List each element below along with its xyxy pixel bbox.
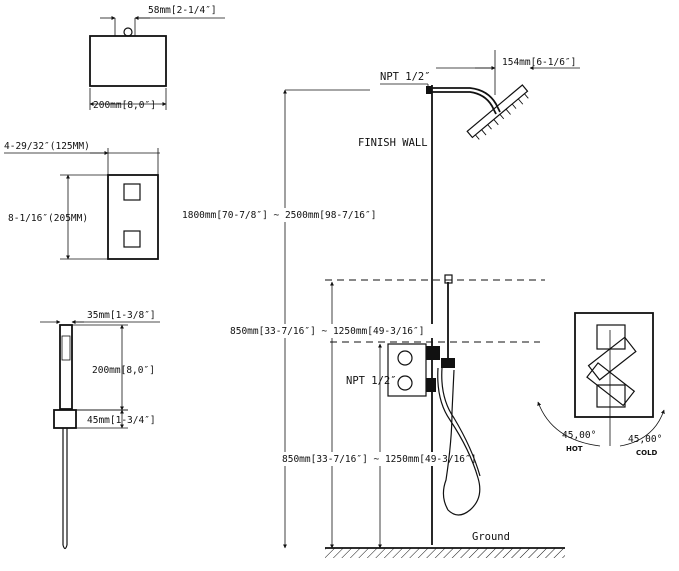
arm-length-dim: 154mm[6-1/6″]	[502, 57, 576, 68]
head-depth-dim: 58mm[2-1/4″]	[148, 5, 217, 16]
npt-top-label: NPT 1/2″	[380, 71, 431, 83]
shower-head-top-view: 58mm[2-1/4″] 200mm[8,0″]	[89, 5, 225, 111]
finish-wall-label: FINISH WALL	[358, 137, 428, 149]
handshower-holder-dim: 45mm[1-3/4″]	[87, 415, 156, 426]
npt-valve-label: NPT 1/2″	[346, 375, 397, 387]
hot-label: HOT	[566, 445, 583, 453]
valve-height-range-dim: 850mm[33-7/16″] ~ 1250mm[49-3/16″]	[282, 454, 476, 465]
angle-hot-dim: 45,00°	[562, 430, 596, 441]
slide-height-dim: 850mm[33-7/16″] ~ 1250mm[49-3/16″]	[230, 326, 424, 337]
head-width-dim: 200mm[8,0″]	[93, 100, 156, 111]
angle-cold-dim: 45,00°	[628, 434, 662, 445]
valve-width-dim: 4-29/32″(125MM)	[4, 141, 90, 152]
ground-label: Ground	[472, 531, 510, 543]
hand-shower-view: 35mm[1-3/8″] 200mm[8,0″] 45mm[1-3/4″]	[40, 310, 160, 550]
handshower-width-dim: 35mm[1-3/8″]	[87, 310, 156, 321]
cold-label: COLD	[636, 449, 658, 457]
handle-rotation-view: 45,00° 45,00° HOT COLD	[537, 312, 665, 457]
head-height-dim: 1800mm[70-7/8″] ~ 2500mm[98-7/16″]	[182, 210, 376, 221]
valve-plate-view: 4-29/32″(125MM) 8-1/16″(205MM)	[4, 141, 160, 260]
handshower-length-dim: 200mm[8,0″]	[92, 365, 155, 376]
valve-height-dim: 8-1/16″(205MM)	[8, 213, 88, 224]
installation-side-view: FINISH WALL NPT 1/2″ 154mm[6-1/6″]	[180, 50, 580, 558]
